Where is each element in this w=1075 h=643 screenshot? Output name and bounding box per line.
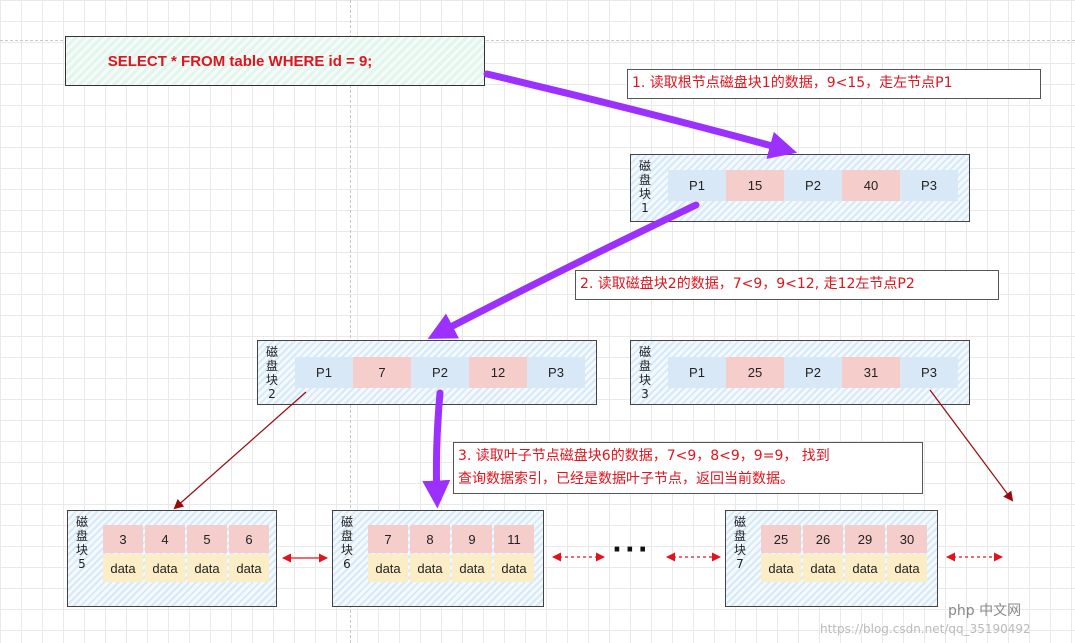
step-3-note: 3. 读取叶子节点磁盘块6的数据，7<9，8<9，9=9， 找到 查询数据索引，… — [453, 442, 923, 494]
horizontal-guide-line — [0, 40, 1075, 41]
key-cell: 40 — [842, 170, 900, 201]
pointer-cell: P3 — [900, 357, 958, 388]
data-cell: data — [410, 554, 450, 582]
data-cell: data — [368, 554, 408, 582]
watermark-url: https://blog.csdn.net/qq_35190492 — [820, 622, 1031, 636]
data-cell: data — [103, 554, 143, 582]
key-cell: 11 — [494, 525, 534, 553]
data-cell: data — [229, 554, 269, 582]
data-cell: data — [761, 554, 801, 582]
pointer-cell: P2 — [411, 357, 469, 388]
search-path-arrow-2 — [427, 201, 700, 339]
key-cell: 29 — [845, 525, 885, 553]
data-cell: data — [494, 554, 534, 582]
key-cell: 12 — [469, 357, 527, 388]
pointer-cell: P1 — [668, 357, 726, 388]
data-cell: data — [145, 554, 185, 582]
key-cell: 30 — [887, 525, 927, 553]
sql-query-text: SELECT * FROM table WHERE id = 9; — [107, 52, 373, 70]
data-cell: data — [887, 554, 927, 582]
key-cell: 7 — [353, 357, 411, 388]
pointer-cell: P2 — [784, 170, 842, 201]
pointer-cell: P2 — [784, 357, 842, 388]
key-cell: 7 — [368, 525, 408, 553]
pointer-arrow-p3 — [929, 389, 1014, 502]
pointer-cell: P3 — [527, 357, 585, 388]
step-1-text: 1. 读取根节点磁盘块1的数据，9<15，走左节点P1 — [632, 75, 953, 91]
search-path-arrow-1 — [483, 70, 798, 159]
key-cell: 9 — [452, 525, 492, 553]
key-cell: 15 — [726, 170, 784, 201]
key-cell: 8 — [410, 525, 450, 553]
sql-query-box: SELECT * FROM table WHERE id = 9; — [65, 36, 485, 86]
step-3-text-line-2: 查询数据索引，已经是数据叶子节点，返回当前数据。 — [458, 471, 794, 487]
step-2-text: 2. 读取磁盘块2的数据，7<9，9<12, 走12左节点P2 — [580, 276, 915, 292]
data-cell: data — [803, 554, 843, 582]
step-3-text-line-1: 3. 读取叶子节点磁盘块6的数据，7<9，8<9，9=9， 找到 — [458, 448, 830, 464]
key-cell: 5 — [187, 525, 227, 553]
pointer-cell: P1 — [668, 170, 726, 201]
data-cell: data — [452, 554, 492, 582]
pointer-cell: P1 — [295, 357, 353, 388]
pointer-cell: P3 — [900, 170, 958, 201]
key-cell: 26 — [803, 525, 843, 553]
data-cell: data — [845, 554, 885, 582]
step-1-note: 1. 读取根节点磁盘块1的数据，9<15，走左节点P1 — [627, 69, 1041, 99]
leaf-ellipsis: ··· — [612, 535, 651, 565]
key-cell: 3 — [103, 525, 143, 553]
key-cell: 6 — [229, 525, 269, 553]
key-cell: 25 — [761, 525, 801, 553]
vertical-guide-line — [350, 0, 351, 643]
pointer-arrow-p1 — [173, 391, 307, 510]
step-2-note: 2. 读取磁盘块2的数据，7<9，9<12, 走12左节点P2 — [575, 270, 999, 300]
watermark-logo: php 中文网 — [948, 603, 1022, 619]
key-cell: 31 — [842, 357, 900, 388]
search-path-arrow-3 — [422, 389, 451, 509]
key-cell: 25 — [726, 357, 784, 388]
data-cell: data — [187, 554, 227, 582]
key-cell: 4 — [145, 525, 185, 553]
